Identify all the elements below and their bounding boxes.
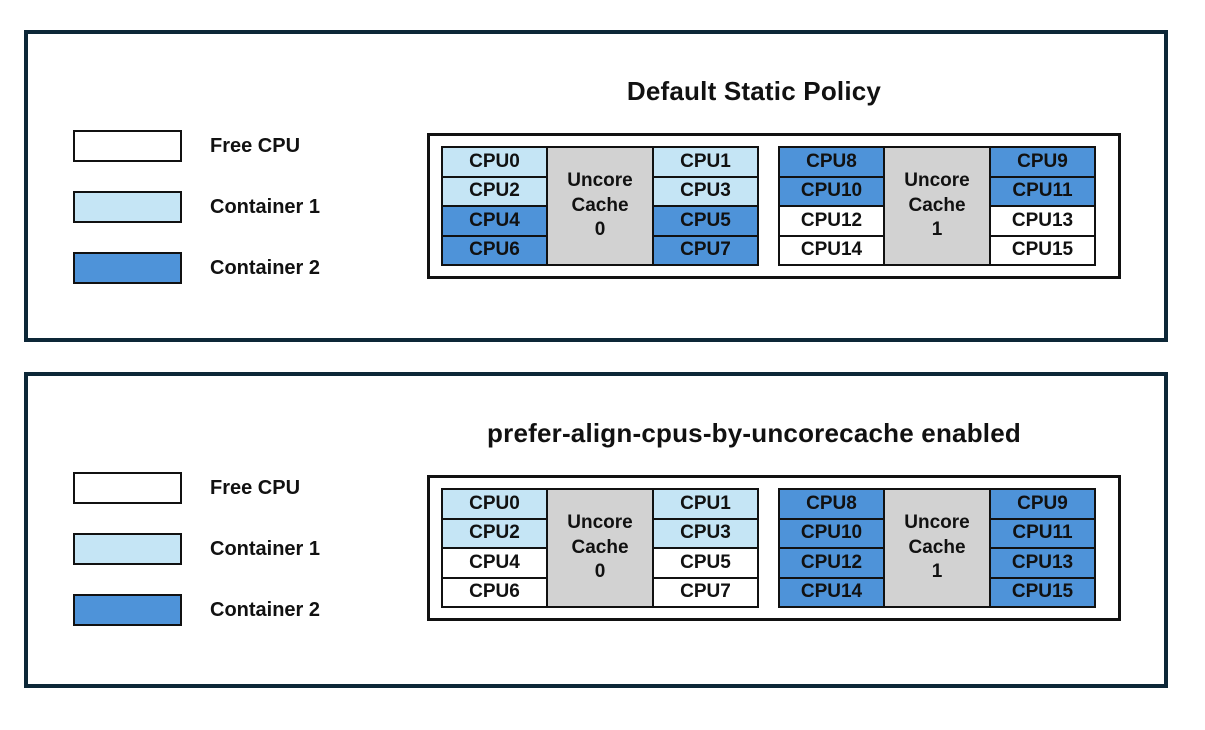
cpu-cell: CPU15 bbox=[989, 234, 1096, 266]
cpu-cell: CPU5 bbox=[652, 547, 759, 579]
legend-label: Container 1 bbox=[210, 195, 321, 218]
cpu-cell: CPU10 bbox=[778, 175, 885, 207]
cpu-cell: CPU14 bbox=[778, 576, 885, 608]
cpu-column-left: CPU8 CPU10 CPU12 CPU14 bbox=[778, 488, 885, 608]
legend-label: Free CPU bbox=[210, 134, 301, 157]
cpu-column-right: CPU9 CPU11 CPU13 CPU15 bbox=[989, 146, 1096, 266]
uncore-cache-block-1: Uncore Cache 1 bbox=[883, 488, 991, 608]
legend-item-free-cpu: Free CPU bbox=[73, 472, 320, 504]
cpu-column-right: CPU1 CPU3 CPU5 CPU7 bbox=[652, 146, 759, 266]
legend-label: Container 2 bbox=[210, 256, 321, 279]
cpu-cell: CPU2 bbox=[441, 517, 548, 549]
panel-title: Default Static Policy bbox=[626, 76, 882, 106]
legend-label: Container 2 bbox=[210, 598, 321, 621]
legend-swatch-container-1 bbox=[73, 191, 182, 223]
cpu-column-right: CPU1 CPU3 CPU5 CPU7 bbox=[652, 488, 759, 608]
uncore-cache-group-0: CPU0 CPU2 CPU4 CPU6 Uncore Cache 0 CPU1 … bbox=[441, 488, 763, 608]
cpu-cell: CPU2 bbox=[441, 175, 548, 207]
cpu-cell: CPU9 bbox=[989, 146, 1096, 178]
cpu-topology-diagram: CPU0 CPU2 CPU4 CPU6 Uncore Cache 0 CPU1 … bbox=[427, 133, 1121, 279]
cpu-cell: CPU10 bbox=[778, 517, 885, 549]
legend-label: Free CPU bbox=[210, 476, 301, 499]
uncore-cache-block-0: Uncore Cache 0 bbox=[546, 488, 654, 608]
legend-item-container-2: Container 2 bbox=[73, 252, 320, 284]
cpu-cell: CPU1 bbox=[652, 488, 759, 520]
uncore-cache-group-1: CPU8 CPU10 CPU12 CPU14 Uncore Cache 1 CP… bbox=[778, 488, 1100, 608]
cpu-cell: CPU3 bbox=[652, 517, 759, 549]
cpu-cell: CPU9 bbox=[989, 488, 1096, 520]
cpu-cell: CPU4 bbox=[441, 205, 548, 237]
cpu-cell: CPU14 bbox=[778, 234, 885, 266]
cpu-cell: CPU11 bbox=[989, 175, 1096, 207]
cpu-topology-diagram: CPU0 CPU2 CPU4 CPU6 Uncore Cache 0 CPU1 … bbox=[427, 475, 1121, 621]
cpu-column-left: CPU8 CPU10 CPU12 CPU14 bbox=[778, 146, 885, 266]
legend-label: Container 1 bbox=[210, 537, 321, 560]
cpu-cell: CPU1 bbox=[652, 146, 759, 178]
uncore-cache-block-1: Uncore Cache 1 bbox=[883, 146, 991, 266]
legend-item-free-cpu: Free CPU bbox=[73, 130, 320, 162]
cpu-cell: CPU6 bbox=[441, 576, 548, 608]
legend-item-container-2: Container 2 bbox=[73, 594, 320, 626]
cpu-cell: CPU5 bbox=[652, 205, 759, 237]
cpu-cell: CPU12 bbox=[778, 205, 885, 237]
legend-swatch-free bbox=[73, 472, 182, 504]
cpu-cell: CPU0 bbox=[441, 488, 548, 520]
cpu-cell: CPU7 bbox=[652, 234, 759, 266]
legend-swatch-container-2 bbox=[73, 594, 182, 626]
legend-swatch-container-1 bbox=[73, 533, 182, 565]
legend: Free CPU Container 1 Container 2 bbox=[73, 472, 320, 655]
cpu-cell: CPU6 bbox=[441, 234, 548, 266]
cpu-cell: CPU3 bbox=[652, 175, 759, 207]
legend-swatch-container-2 bbox=[73, 252, 182, 284]
cpu-cell: CPU8 bbox=[778, 146, 885, 178]
cpu-column-left: CPU0 CPU2 CPU4 CPU6 bbox=[441, 488, 548, 608]
cpu-column-right: CPU9 CPU11 CPU13 CPU15 bbox=[989, 488, 1096, 608]
legend-swatch-free bbox=[73, 130, 182, 162]
legend: Free CPU Container 1 Container 2 bbox=[73, 130, 320, 313]
cpu-cell: CPU4 bbox=[441, 547, 548, 579]
cpu-cell: CPU11 bbox=[989, 517, 1096, 549]
cpu-column-left: CPU0 CPU2 CPU4 CPU6 bbox=[441, 146, 548, 266]
cpu-cell: CPU12 bbox=[778, 547, 885, 579]
uncore-cache-group-0: CPU0 CPU2 CPU4 CPU6 Uncore Cache 0 CPU1 … bbox=[441, 146, 763, 266]
cpu-cell: CPU15 bbox=[989, 576, 1096, 608]
cpu-cell: CPU0 bbox=[441, 146, 548, 178]
cpu-cell: CPU13 bbox=[989, 547, 1096, 579]
panel-prefer-align-cpus-by-uncorecache: prefer-align-cpus-by-uncorecache enabled… bbox=[24, 372, 1168, 688]
uncore-cache-block-0: Uncore Cache 0 bbox=[546, 146, 654, 266]
legend-item-container-1: Container 1 bbox=[73, 191, 320, 223]
legend-item-container-1: Container 1 bbox=[73, 533, 320, 565]
cpu-cell: CPU7 bbox=[652, 576, 759, 608]
cpu-cell: CPU13 bbox=[989, 205, 1096, 237]
cpu-cell: CPU8 bbox=[778, 488, 885, 520]
panel-title: prefer-align-cpus-by-uncorecache enabled bbox=[487, 418, 1021, 448]
panel-default-static-policy: Default Static Policy Free CPU Container… bbox=[24, 30, 1168, 342]
uncore-cache-group-1: CPU8 CPU10 CPU12 CPU14 Uncore Cache 1 CP… bbox=[778, 146, 1100, 266]
